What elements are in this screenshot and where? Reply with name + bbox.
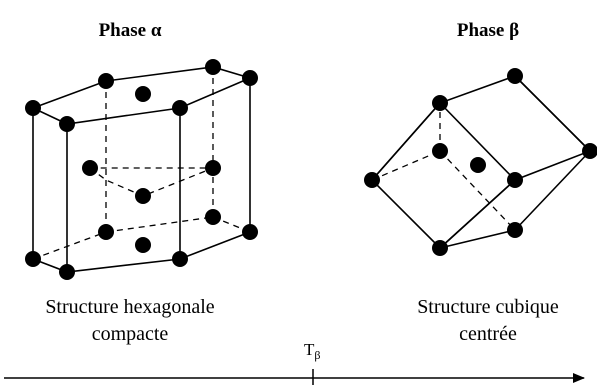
phase-beta-caption-line1: Structure cubique (417, 296, 559, 318)
hexagonal-prism (25, 59, 258, 280)
phase-alpha-caption-line1: Structure hexagonale (45, 296, 214, 318)
phase-alpha-caption-line2: compacte (92, 323, 169, 345)
phase-beta-caption-line2: centrée (459, 323, 517, 345)
temperature-axis: Tβ (4, 340, 585, 385)
cubic-atoms (364, 68, 597, 256)
cubic-hidden-edges (371, 103, 516, 231)
phase-beta-title: Phase β (457, 20, 519, 41)
cubic-cell (364, 68, 597, 256)
transition-label-main: T (304, 340, 315, 359)
transition-temperature-label: Tβ (304, 340, 321, 362)
phase-alpha-title: Phase α (99, 20, 162, 41)
hexagonal-atoms (25, 59, 258, 280)
transition-label-subscript: β (314, 348, 320, 362)
